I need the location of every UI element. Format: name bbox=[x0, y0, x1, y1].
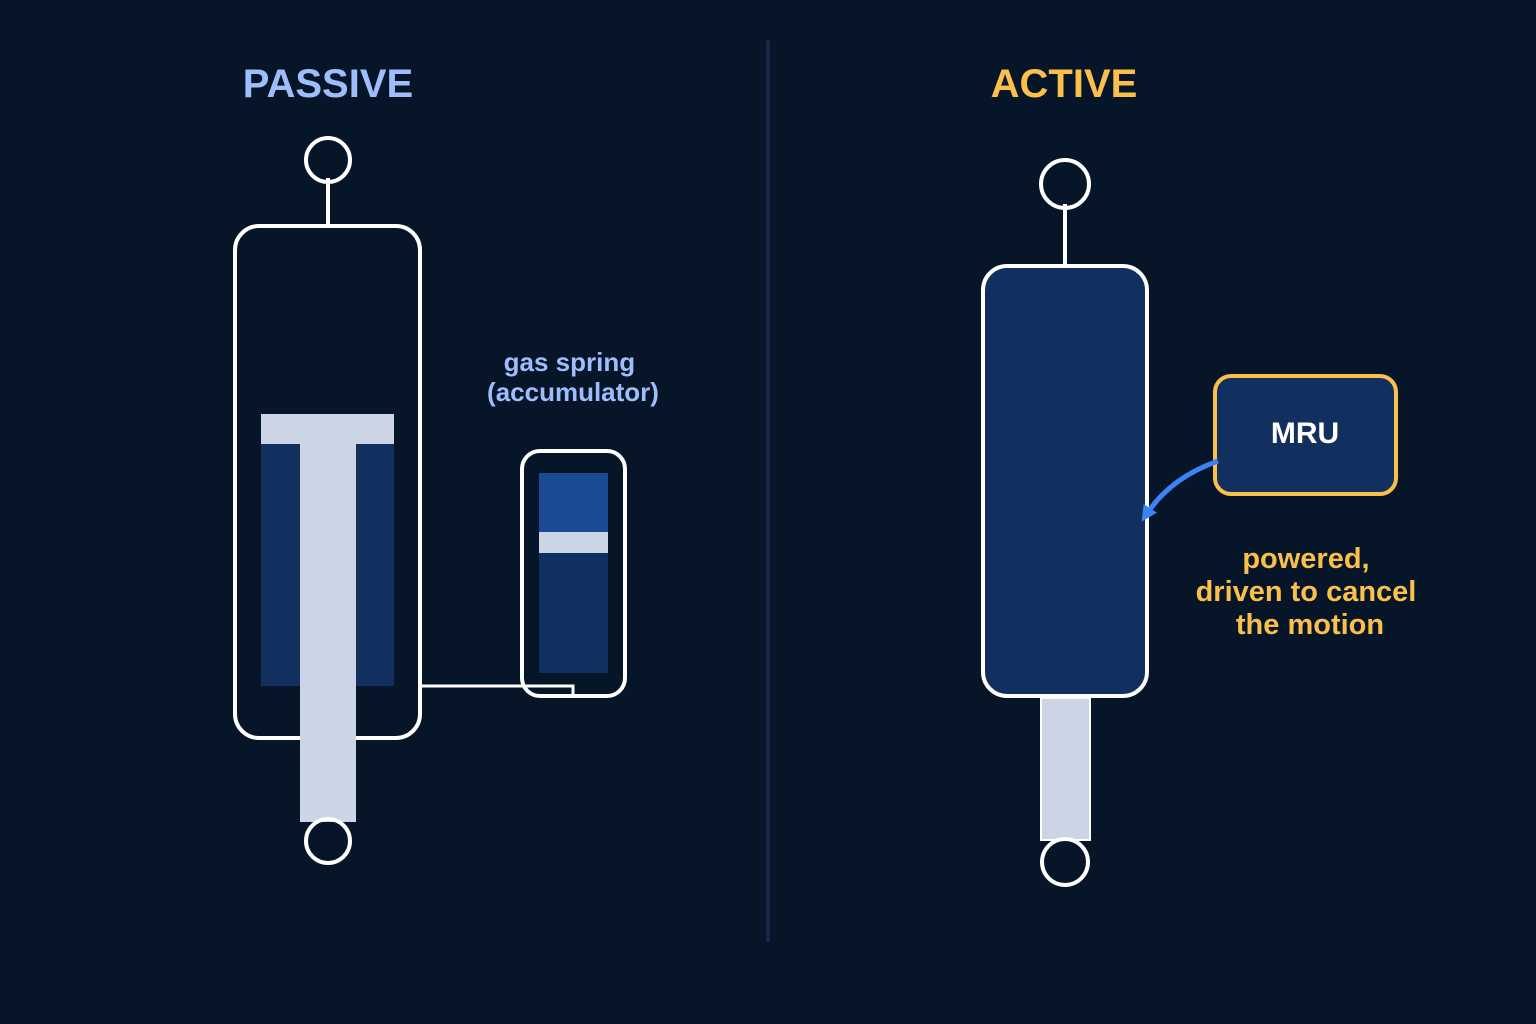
active-note-line-2: driven to cancel bbox=[1196, 576, 1417, 608]
active-bottom-mount-eye bbox=[1040, 837, 1090, 887]
accumulator-fluid bbox=[539, 553, 608, 673]
passive-piston-rod bbox=[300, 444, 356, 822]
active-actuator-body bbox=[981, 264, 1149, 698]
mru-sensor-label: MRU bbox=[1271, 417, 1339, 450]
passive-piston-head bbox=[261, 414, 394, 444]
active-note-line-1: powered, bbox=[1242, 543, 1369, 575]
passive-top-mount-eye bbox=[304, 136, 352, 184]
passive-panel: PASSIVE gas spring (accumulator) bbox=[233, 62, 659, 865]
accumulator-label-line-1: gas spring bbox=[504, 347, 635, 377]
mru-sensor-box bbox=[1213, 374, 1398, 496]
passive-title: PASSIVE bbox=[243, 62, 413, 106]
active-panel: ACTIVE MRU powered, driven to cancel the… bbox=[981, 62, 1425, 887]
active-title: ACTIVE bbox=[991, 62, 1138, 106]
accumulator-separator-piston bbox=[539, 532, 608, 553]
accumulator-label: gas spring (accumulator) bbox=[487, 347, 659, 407]
active-piston-rod bbox=[1040, 697, 1091, 841]
accumulator-body bbox=[520, 449, 627, 698]
active-note: powered, driven to cancel the motion bbox=[1196, 543, 1425, 641]
accumulator-label-line-2: (accumulator) bbox=[487, 377, 659, 407]
passive-bottom-mount-eye bbox=[304, 817, 352, 865]
passive-accumulator-pipe bbox=[420, 684, 575, 695]
mru-signal-arrow bbox=[1141, 458, 1219, 522]
accumulator-gas bbox=[539, 473, 608, 533]
active-note-line-3: the motion bbox=[1236, 609, 1384, 641]
active-top-mount-eye bbox=[1039, 158, 1091, 210]
